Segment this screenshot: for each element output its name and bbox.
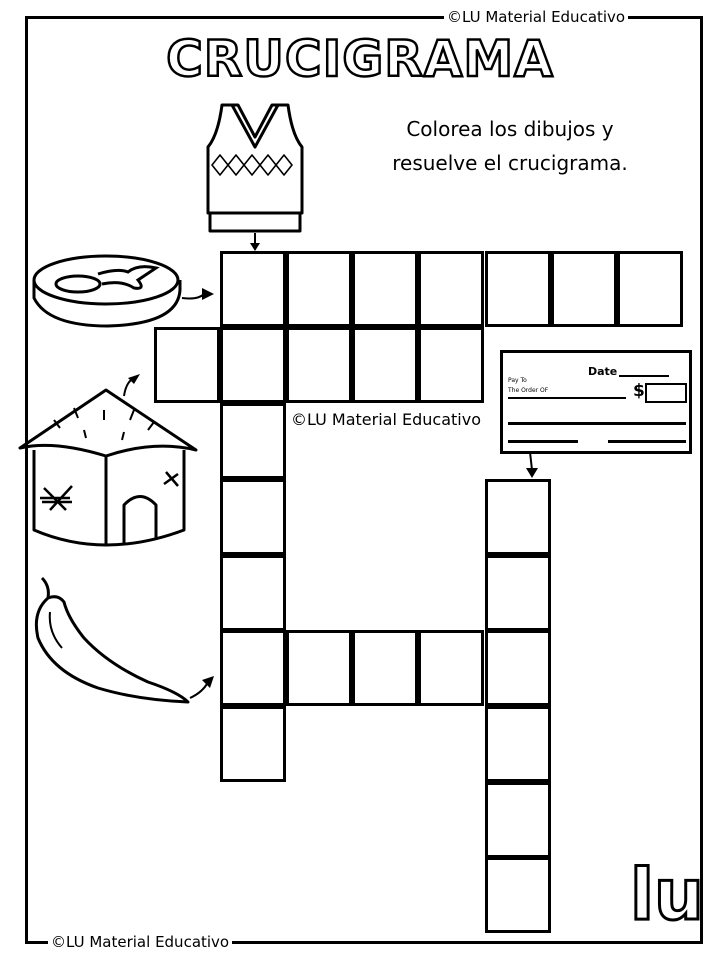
crossword-cell[interactable] — [616, 250, 683, 327]
crossword-cell[interactable] — [484, 250, 551, 327]
crossword-cell[interactable] — [417, 250, 484, 327]
crossword-cell[interactable] — [484, 856, 551, 933]
instructions-line-1: Colorea los dibujos y — [406, 117, 614, 141]
frame-top — [25, 16, 703, 19]
crossword-cell[interactable] — [550, 250, 617, 327]
instructions-line-2: resuelve el crucigrama. — [392, 151, 628, 175]
check-dollar-sign: $ — [633, 381, 645, 401]
steak-icon — [32, 254, 214, 328]
crossword-cell[interactable] — [351, 629, 418, 706]
crossword-cell[interactable] — [285, 629, 352, 706]
crossword-cell[interactable] — [285, 326, 352, 403]
check-arrow-icon — [526, 452, 538, 478]
crossword-cell[interactable] — [219, 478, 286, 555]
crossword-cell[interactable] — [417, 326, 484, 403]
crossword-cell[interactable] — [219, 250, 286, 327]
check-pay-to-label: Pay To — [508, 377, 527, 384]
crossword-cell[interactable] — [351, 326, 418, 403]
frame-left — [25, 16, 28, 944]
hut-icon — [18, 374, 198, 547]
crossword-cell[interactable] — [219, 629, 286, 706]
watermark-top: ©LU Material Educativo — [444, 8, 629, 26]
crossword-cell[interactable] — [484, 554, 551, 631]
instructions: Colorea los dibujos y resuelve el crucig… — [355, 112, 665, 180]
brand-logo: lu — [629, 854, 706, 936]
crossword-cell[interactable] — [484, 705, 551, 782]
check-date-label: Date — [588, 365, 618, 378]
crossword-cell[interactable] — [219, 554, 286, 631]
crossword-cell[interactable] — [417, 629, 484, 706]
crossword-cell[interactable] — [219, 402, 286, 479]
crossword-cell[interactable] — [484, 478, 551, 555]
crossword-cell[interactable] — [153, 326, 220, 403]
frame-bottom — [25, 941, 703, 944]
crossword-cell[interactable] — [484, 781, 551, 858]
crossword-cell[interactable] — [351, 250, 418, 327]
frame-right — [700, 16, 703, 944]
vest-icon — [206, 103, 304, 251]
watermark-bottom: ©LU Material Educativo — [48, 933, 233, 951]
crossword-cell[interactable] — [219, 326, 286, 403]
watermark-center: ©LU Material Educativo — [291, 410, 481, 429]
crossword-cell[interactable] — [219, 705, 286, 782]
check-icon: Date Pay To The Order OF $ — [500, 350, 692, 454]
crossword-cell[interactable] — [484, 629, 551, 706]
check-order-of-label: The Order OF — [508, 387, 549, 394]
chili-pepper-icon — [34, 576, 214, 704]
page-title: CRUCIGRAMA — [165, 29, 554, 90]
crossword-cell[interactable] — [285, 250, 352, 327]
check-amount-box — [645, 383, 687, 403]
